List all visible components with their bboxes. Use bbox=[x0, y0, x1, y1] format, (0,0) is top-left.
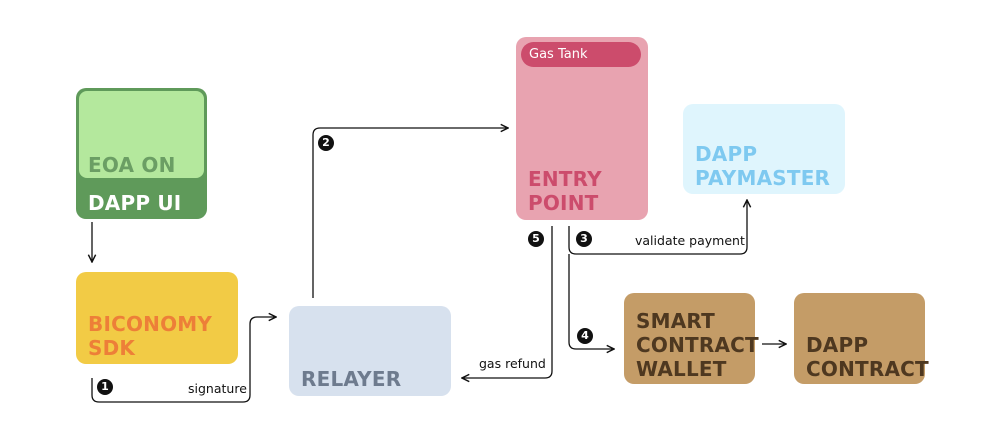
step-3-marker: 3 bbox=[576, 231, 592, 247]
entry-point-label-line1: ENTRY bbox=[528, 167, 602, 191]
sdk-label-line1: BICONOMY bbox=[88, 312, 213, 336]
signature-label: signature bbox=[188, 381, 247, 396]
step-4-marker: 4 bbox=[577, 328, 593, 344]
validate-payment-label: validate payment bbox=[635, 233, 745, 248]
step-1-marker: 1 bbox=[97, 379, 113, 395]
eoa-dapp-ui-node: EOA ON DAPP UI bbox=[76, 88, 207, 219]
smart-contract-wallet-node: SMART CONTRACT WALLET bbox=[624, 293, 759, 384]
paymaster-label-line2: PAYMASTER bbox=[695, 166, 831, 190]
arrow-entry-to-wallet bbox=[568, 254, 614, 349]
eoa-label-line1: EOA ON bbox=[88, 153, 176, 177]
paymaster-label-line1: DAPP bbox=[695, 142, 758, 166]
biconomy-sdk-node: BICONOMY SDK bbox=[76, 272, 238, 364]
arrow-signature bbox=[91, 317, 276, 403]
arrow-relayer-to-entry bbox=[312, 128, 508, 298]
sdk-label-line2: SDK bbox=[88, 336, 136, 360]
step-2-marker: 2 bbox=[318, 135, 334, 151]
entry-point-node: Gas Tank ENTRY POINT bbox=[516, 37, 648, 220]
relayer-label: RELAYER bbox=[301, 367, 402, 391]
wallet-label-line2: CONTRACT bbox=[636, 333, 759, 357]
arrow-gas-refund bbox=[462, 226, 553, 378]
wallet-label-line1: SMART bbox=[636, 309, 715, 333]
step-5-marker: 5 bbox=[528, 231, 544, 247]
arrow-validate-payment bbox=[568, 200, 747, 255]
dapp-contract-label-line2: CONTRACT bbox=[806, 357, 929, 381]
dapp-contract-node: DAPP CONTRACT bbox=[794, 293, 929, 384]
relayer-node: RELAYER bbox=[289, 306, 451, 396]
gas-refund-label: gas refund bbox=[479, 356, 546, 371]
gas-tank-badge: Gas Tank bbox=[521, 42, 641, 67]
entry-point-label-line2: POINT bbox=[528, 191, 599, 215]
dapp-paymaster-node: DAPP PAYMASTER bbox=[683, 104, 845, 194]
dapp-contract-label-line1: DAPP bbox=[806, 333, 869, 357]
eoa-node-top-panel bbox=[79, 91, 204, 178]
wallet-label-line3: WALLET bbox=[636, 357, 727, 381]
eoa-label-line2: DAPP UI bbox=[88, 191, 182, 215]
